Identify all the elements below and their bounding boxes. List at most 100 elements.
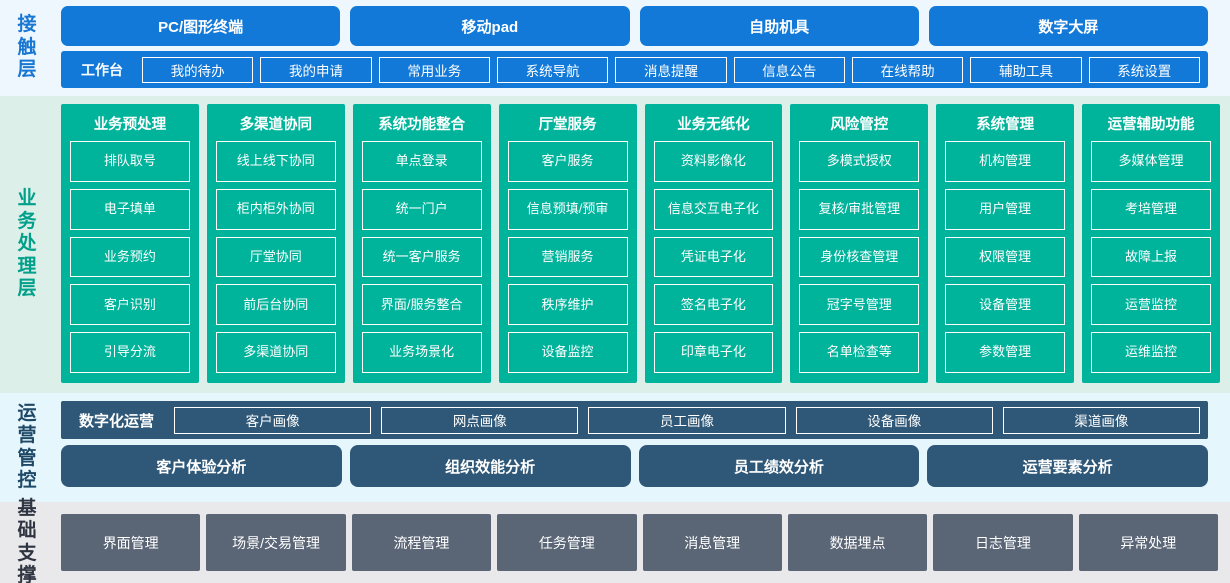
analysis-row: 客户体验分析组织效能分析员工绩效分析运营要素分析	[61, 445, 1208, 487]
business-item[interactable]: 故障上报	[1091, 236, 1211, 278]
business-column: 业务无纸化资料影像化信息交互电子化凭证电子化签名电子化印章电子化	[644, 104, 783, 383]
business-item[interactable]: 客户服务	[507, 141, 628, 182]
business-column-title: 业务无纸化	[677, 116, 750, 133]
business-item[interactable]: 信息预填/预审	[507, 188, 628, 230]
business-item[interactable]: 线上线下协同	[215, 141, 336, 182]
business-column-title: 厅堂服务	[538, 116, 597, 133]
portrait-item[interactable]: 渠道画像	[1002, 406, 1201, 434]
business-column-title: 风险管控	[830, 116, 889, 133]
business-item[interactable]: 机构管理	[945, 141, 1066, 182]
business-item[interactable]: 界面/服务整合	[361, 284, 482, 326]
business-item[interactable]: 多渠道协同	[215, 332, 336, 373]
business-item[interactable]: 用户管理	[945, 188, 1066, 230]
business-item[interactable]: 签名电子化	[653, 284, 774, 326]
business-column: 系统功能整合单点登录统一门户统一客户服务界面/服务整合业务场景化	[352, 104, 491, 383]
business-item[interactable]: 前后台协同	[215, 284, 336, 326]
business-column-title: 系统功能整合	[378, 116, 466, 133]
analysis-item[interactable]: 员工绩效分析	[638, 445, 920, 487]
business-item[interactable]: 多媒体管理	[1091, 141, 1211, 182]
base-item[interactable]: 异常处理	[1078, 514, 1218, 571]
portrait-item[interactable]: 网点画像	[381, 406, 579, 434]
base-item-row: 界面管理场景/交易管理流程管理任务管理消息管理数据埋点日志管理异常处理	[61, 514, 1218, 571]
business-column: 厅堂服务客户服务信息预填/预审营销服务秩序维护设备监控	[498, 104, 637, 383]
layer-business: 业务处理层 业务预处理排队取号电子填单业务预约客户识别引导分流多渠道协同线上线下…	[0, 96, 1230, 393]
business-item[interactable]: 复核/审批管理	[799, 188, 920, 230]
touch-workbench-row: 工作台 我的待办我的申请常用业务系统导航消息提醒信息公告在线帮助辅助工具系统设置	[61, 51, 1208, 88]
analysis-item[interactable]: 运营要素分析	[927, 445, 1208, 487]
business-item[interactable]: 秩序维护	[507, 284, 628, 326]
business-item[interactable]: 冠字号管理	[799, 284, 920, 326]
business-column: 风险管控多模式授权复核/审批管理身份核查管理冠字号管理名单检查等	[790, 104, 929, 383]
workbench-label: 工作台	[81, 61, 123, 78]
portrait-item[interactable]: 客户画像	[174, 406, 372, 434]
touch-item[interactable]: 消息提醒	[615, 56, 727, 83]
touch-item[interactable]: 我的待办	[142, 56, 254, 83]
business-item[interactable]: 资料影像化	[653, 141, 774, 182]
touch-item[interactable]: 辅助工具	[970, 56, 1082, 83]
business-item[interactable]: 电子填单	[70, 188, 190, 230]
business-item[interactable]: 运营监控	[1091, 284, 1211, 326]
business-item[interactable]: 客户识别	[70, 284, 190, 326]
business-item[interactable]: 业务场景化	[361, 332, 482, 373]
business-item[interactable]: 统一客户服务	[361, 236, 482, 278]
business-item[interactable]: 柜内柜外协同	[215, 188, 336, 230]
business-item[interactable]: 凭证电子化	[653, 236, 774, 278]
touch-item[interactable]: 常用业务	[378, 56, 490, 83]
business-column-container: 业务预处理排队取号电子填单业务预约客户识别引导分流多渠道协同线上线下协同柜内柜外…	[61, 104, 1220, 383]
business-item[interactable]: 运维监控	[1091, 332, 1211, 373]
layer-label-char: 基	[17, 497, 38, 519]
touch-item[interactable]: 信息公告	[733, 56, 845, 83]
layer-base-support: 基础支撑 界面管理场景/交易管理流程管理任务管理消息管理数据埋点日志管理异常处理	[0, 498, 1230, 583]
business-item[interactable]: 身份核查管理	[799, 236, 920, 278]
portrait-item[interactable]: 员工画像	[588, 406, 786, 434]
business-item[interactable]: 单点登录	[361, 141, 482, 182]
business-item[interactable]: 营销服务	[507, 236, 628, 278]
touch-item[interactable]: 系统导航	[496, 56, 609, 83]
touch-item[interactable]: 在线帮助	[851, 56, 964, 83]
digital-operations-label: 数字化运营	[79, 412, 155, 430]
layer-base-support-body: 界面管理场景/交易管理流程管理任务管理消息管理数据埋点日志管理异常处理	[55, 502, 1230, 583]
business-item[interactable]: 参数管理	[945, 332, 1066, 373]
layer-label-char: 运	[17, 402, 38, 424]
business-item[interactable]: 排队取号	[70, 141, 190, 182]
business-item[interactable]: 印章电子化	[653, 332, 774, 373]
business-item[interactable]: 业务预约	[70, 236, 190, 278]
business-column: 系统管理机构管理用户管理权限管理设备管理参数管理	[936, 104, 1075, 383]
business-item[interactable]: 多模式授权	[799, 141, 920, 182]
analysis-item[interactable]: 组织效能分析	[349, 445, 631, 487]
touch-channel: PC/图形终端	[61, 6, 341, 46]
business-item[interactable]: 名单检查等	[799, 332, 920, 373]
layer-business-label-text: 业务处理层	[17, 188, 37, 300]
layer-label-char: 层	[17, 278, 38, 300]
touch-item[interactable]: 系统设置	[1088, 56, 1200, 83]
business-item[interactable]: 厅堂协同	[215, 236, 336, 278]
layer-operations: 运营管控 数字化运营 客户画像网点画像员工画像设备画像渠道画像 客户体验分析组织…	[0, 393, 1230, 502]
base-item[interactable]: 任务管理	[497, 514, 637, 571]
portrait-item[interactable]: 设备画像	[795, 406, 993, 434]
layer-operations-label-text: 运营管控	[17, 403, 37, 493]
layer-label-char: 理	[17, 255, 38, 277]
business-column-title: 系统管理	[976, 116, 1035, 133]
business-item[interactable]: 引导分流	[70, 332, 190, 373]
base-item[interactable]: 界面管理	[61, 514, 201, 571]
business-item[interactable]: 权限管理	[945, 236, 1066, 278]
base-item[interactable]: 场景/交易管理	[206, 514, 346, 571]
business-item[interactable]: 设备监控	[507, 332, 628, 373]
base-item[interactable]: 日志管理	[933, 514, 1073, 571]
business-column-title: 运营辅助功能	[1107, 116, 1195, 133]
base-item[interactable]: 消息管理	[642, 514, 782, 571]
layer-operations-body: 数字化运营 客户画像网点画像员工画像设备画像渠道画像 客户体验分析组织效能分析员…	[55, 393, 1230, 502]
business-item[interactable]: 统一门户	[361, 188, 482, 230]
touch-channel: 自助机具	[639, 6, 919, 46]
business-item[interactable]: 信息交互电子化	[653, 188, 774, 230]
analysis-item[interactable]: 客户体验分析	[61, 445, 342, 487]
touch-item[interactable]: 我的申请	[260, 56, 372, 83]
layer-business-label: 业务处理层	[0, 96, 55, 393]
business-item[interactable]: 设备管理	[945, 284, 1066, 326]
layer-label-char: 层	[17, 59, 38, 81]
base-item[interactable]: 流程管理	[351, 514, 492, 571]
business-item[interactable]: 考培管理	[1091, 188, 1211, 230]
base-item[interactable]: 数据埋点	[787, 514, 928, 571]
